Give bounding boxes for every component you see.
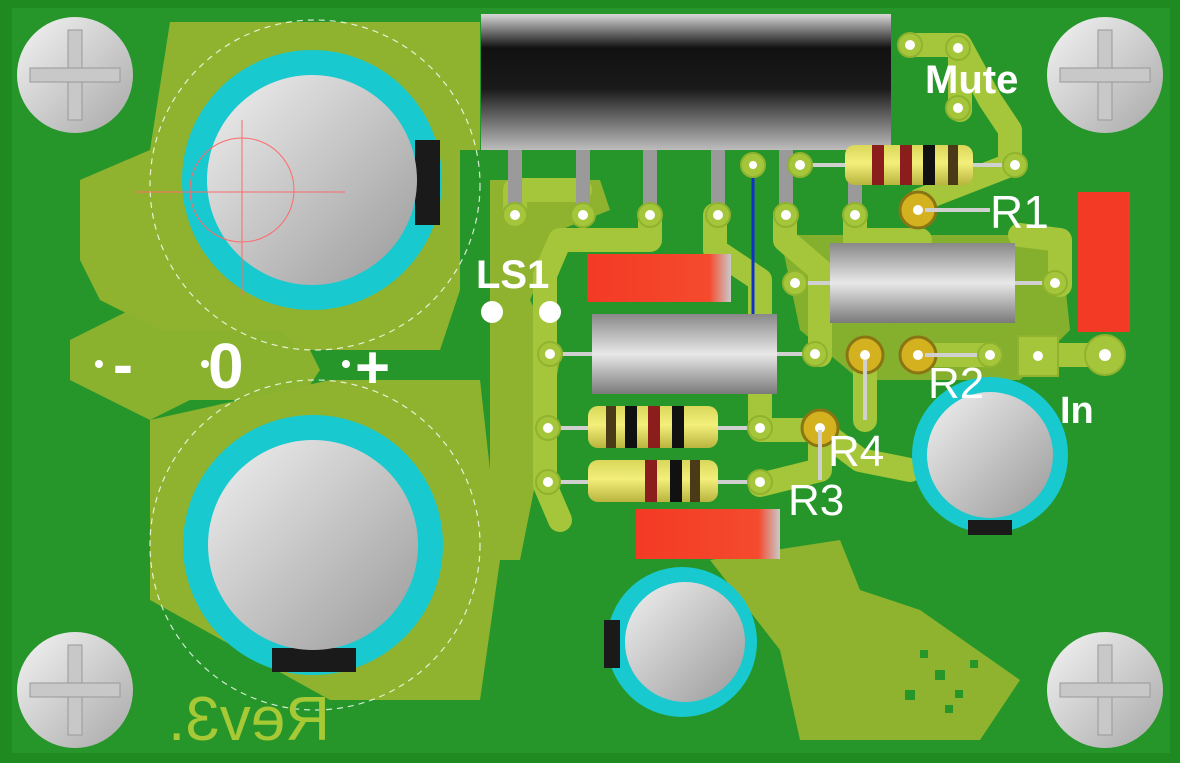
diode-lower — [550, 314, 815, 394]
screw-icon — [1047, 632, 1163, 748]
ref-r4: R4 — [828, 427, 884, 476]
pad-holes — [95, 40, 1111, 487]
mute-label: Mute — [925, 58, 1018, 102]
diode-upper — [790, 243, 1055, 323]
plus-label: + — [355, 334, 390, 401]
logo-artwork — [905, 650, 978, 713]
screw-icon — [1047, 17, 1163, 133]
revision-label: Rev3. — [168, 685, 330, 754]
capacitor-top-left — [135, 19, 481, 351]
resistor-r4 — [548, 406, 760, 448]
resistor-r1 — [800, 145, 1015, 185]
zero-label: 0 — [208, 330, 244, 402]
capacitor-input — [912, 377, 1068, 535]
ref-r3: R3 — [788, 476, 844, 525]
minus-label: - — [113, 331, 133, 398]
smd-capacitor — [587, 254, 731, 302]
ref-r2: R2 — [928, 359, 984, 408]
trimmer-pads — [800, 190, 990, 480]
screw-icon — [17, 17, 133, 133]
revision-mark: Rev3. — [168, 685, 330, 754]
smd-capacitor — [1078, 192, 1130, 332]
capacitor-bottom-center — [604, 567, 757, 717]
amplifier-ic — [481, 14, 891, 228]
screw-icon — [17, 632, 133, 748]
mounting-holes — [17, 17, 1163, 748]
in-label: In — [1060, 390, 1094, 432]
smd-capacitor — [636, 509, 780, 559]
ls1-label: LS1 — [476, 253, 549, 297]
capacitor-bottom-left — [149, 379, 481, 711]
ref-r1: R1 — [990, 186, 1049, 238]
resistor-r3 — [548, 460, 760, 502]
